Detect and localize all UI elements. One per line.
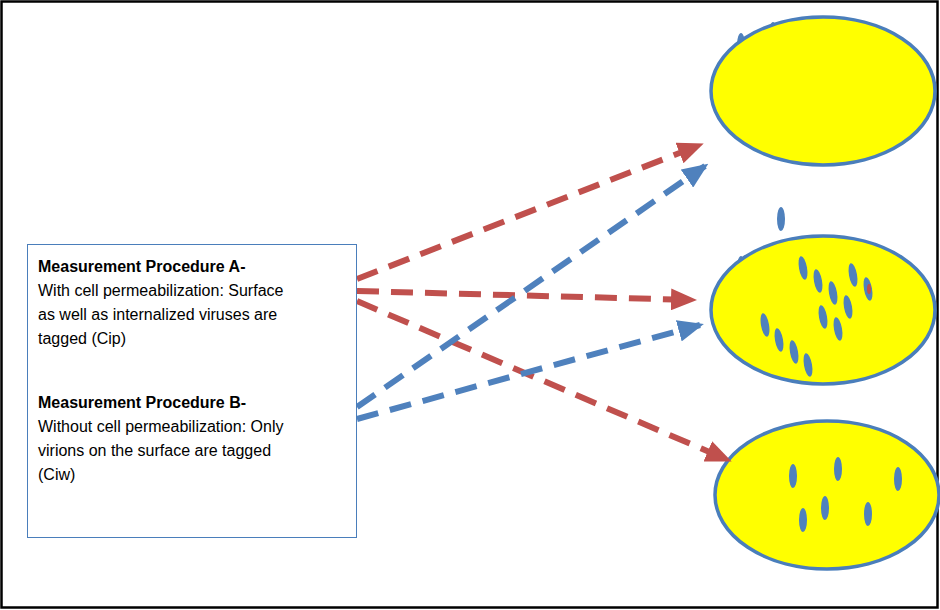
procedure-text: With cell permeabilization: Surface as w… xyxy=(38,279,293,351)
cell-surface-only xyxy=(711,17,935,165)
tag-mark xyxy=(867,284,871,294)
procedure-box: Measurement Procedure A-With cell permea… xyxy=(27,244,357,538)
procedure-text: Without cell permeabilization: Only viri… xyxy=(38,415,293,487)
cell-surface-and-internal xyxy=(711,207,935,384)
virion xyxy=(777,207,785,231)
procedure-a-arrow xyxy=(357,291,693,300)
procedure-a-arrow xyxy=(357,145,700,279)
procedure-b-arrow xyxy=(357,325,700,419)
cell xyxy=(715,421,939,569)
cell xyxy=(711,17,935,165)
internal-virions xyxy=(789,457,902,532)
internal-virions xyxy=(759,255,874,377)
procedure-heading: Measurement Procedure B- xyxy=(38,391,293,415)
procedure-heading: Measurement Procedure A- xyxy=(38,255,293,279)
procedure-a-arrow xyxy=(357,301,728,460)
cell-internal-only xyxy=(715,421,939,569)
cell xyxy=(711,236,935,384)
